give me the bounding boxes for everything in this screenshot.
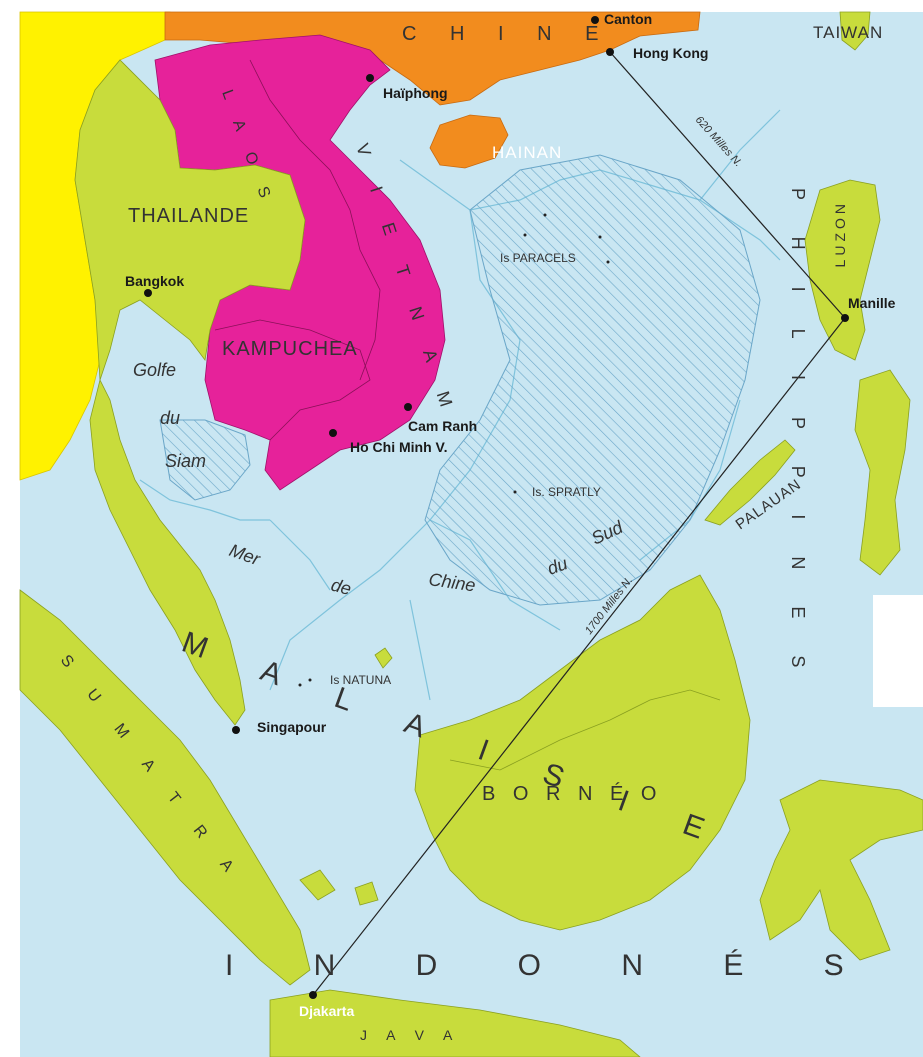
cam-ranh-dot [404, 403, 412, 411]
label-hainan: HAINAN [492, 143, 562, 162]
belitung-island [354, 881, 379, 906]
label-paracels: Is PARACELS [500, 251, 576, 265]
haiphong-dot [366, 74, 374, 82]
label-natuna: Is NATUNA [330, 673, 391, 687]
paracels-dots-3 [598, 235, 602, 239]
label-borneo: B O R N É O [482, 782, 662, 805]
hainan-island [429, 114, 509, 169]
java-island [269, 989, 641, 1057]
label-ho-chi-minh: Ho Chi Minh V. [350, 439, 447, 455]
djakarta-dot [309, 991, 317, 999]
taiwan-island [839, 11, 871, 51]
label-manille: Manille [848, 295, 896, 311]
label-taiwan: TAIWAN [813, 23, 883, 42]
label-canton: Canton [604, 11, 652, 27]
sulawesi-island [759, 779, 923, 961]
label-singapour: Singapour [257, 719, 327, 735]
label-bangkok: Bangkok [125, 273, 184, 289]
spratly-claim-zone [424, 154, 761, 606]
natuna-dots [298, 683, 302, 687]
label-golfe: Golfe [133, 360, 176, 380]
luzon-island [804, 179, 881, 361]
label-luzon: LUZON [832, 200, 848, 267]
bangkok-dot [144, 289, 152, 297]
thailand-land [74, 59, 306, 381]
malay-peninsula [89, 378, 246, 726]
natuna-island [374, 647, 393, 669]
laos-vietnam-border [249, 59, 381, 381]
ho-chi-minh-dot [329, 429, 337, 437]
distance-line-djakarta-manila [312, 317, 846, 996]
label-hong-kong: Hong Kong [633, 45, 708, 61]
singapour-dot [232, 726, 240, 734]
label-philippines: P H I L I P P I N E S [788, 188, 808, 683]
label-siam: Siam [165, 451, 206, 471]
manille-dot [841, 314, 849, 322]
paracels-dots-2 [523, 233, 527, 237]
label-djakarta: Djakarta [299, 1003, 354, 1019]
bangka-island [299, 869, 336, 901]
label-du-siam: du [160, 408, 180, 428]
label-haiphong: Haïphong [383, 85, 448, 101]
label-spratly: Is. SPRATLY [532, 485, 601, 499]
canton-dot [591, 16, 599, 24]
philippines-south [854, 369, 911, 576]
kampuchea-border [214, 319, 371, 441]
paracels-dots-4 [606, 260, 610, 264]
blank-panel [873, 595, 923, 707]
sumatra-island [19, 589, 311, 986]
spratly-dot [513, 490, 517, 494]
label-indonesia: I N D O N É S I E [225, 949, 923, 982]
label-cam-ranh: Cam Ranh [408, 418, 477, 434]
paracels-dots [543, 213, 547, 217]
palawan-island [704, 439, 796, 526]
borneo-island [414, 574, 751, 931]
natuna-dots-2 [308, 678, 312, 682]
label-thailand: THAILANDE [128, 205, 249, 227]
label-java: J A V A [360, 1027, 460, 1043]
hong-kong-dot [606, 48, 614, 56]
borneo-border [449, 689, 721, 771]
label-china: C H I N E [402, 23, 612, 45]
distance-line-hongkong-manila [609, 51, 846, 319]
label-kampuchea: KAMPUCHEA [222, 338, 358, 360]
siam-claim-zone [159, 419, 251, 501]
